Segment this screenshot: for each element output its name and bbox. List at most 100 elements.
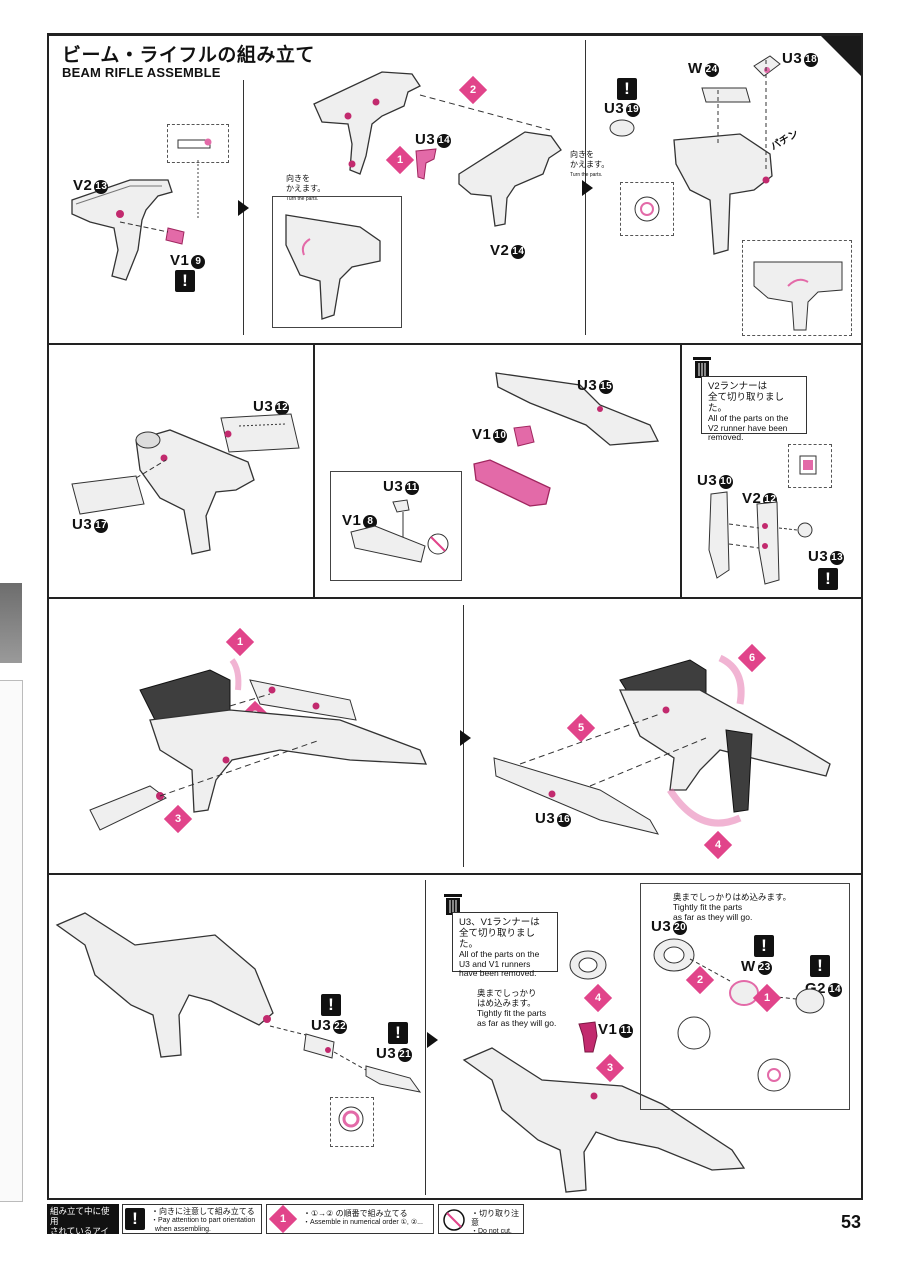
next-step-arrow <box>238 200 249 216</box>
orientation-warning-icon-r4c: ! <box>754 935 774 957</box>
rifle-r3p2 <box>493 654 831 835</box>
orientation-warning-icon-r4a: ! <box>321 994 341 1016</box>
rifle-r4p2 <box>462 1047 746 1193</box>
parts-r2p3 <box>708 491 813 585</box>
col-divider-r2a <box>313 345 315 597</box>
part-u3-19 <box>609 119 635 137</box>
parts-r4p3 <box>653 938 825 1092</box>
detail-box-r1p3 <box>620 182 674 236</box>
detail-part-r2p3 <box>799 455 817 475</box>
detail-ring-r4p1 <box>338 1106 364 1132</box>
barrel-assembly-u3-15 <box>495 372 660 446</box>
part-v1-10 <box>513 425 535 447</box>
step-marker-r4-4: 4 <box>583 983 613 1013</box>
orientation-warning-icon-r1p3: ! <box>617 78 637 100</box>
parts-u3-22-21 <box>269 1025 422 1093</box>
col-divider-r2b <box>680 345 682 597</box>
detail-box-r1p3b <box>742 240 852 336</box>
no-cut-icon <box>443 1209 465 1231</box>
part-u3-17 <box>71 459 167 515</box>
side-tab-light <box>0 680 23 1202</box>
rifle-receiver-bottom-v2-14 <box>458 131 562 227</box>
turn-detail-rifle <box>285 214 381 320</box>
dotted-leader-r1p1 <box>197 160 199 220</box>
runner-removed-note-v2: V2ランナーは 全て切り取りました。 All of the parts on t… <box>701 376 807 442</box>
legend-step-icon: 1 <box>268 1204 298 1234</box>
fit-note-r4p2: 奥までしっかり はめ込みます。 Tightly fit the parts as… <box>477 988 557 1028</box>
detail-box-r1p1 <box>167 124 229 163</box>
row-divider-3 <box>47 873 863 875</box>
next-step-arrow-4 <box>427 1032 438 1048</box>
turn-detail-box <box>272 196 402 328</box>
turn-note-r1p2: 向きを かえます。 Turn the parts. <box>286 174 326 202</box>
row-divider-1 <box>47 343 863 345</box>
step-marker-r4-2: 2 <box>685 965 715 995</box>
assembly-leader-r1p2 <box>419 94 551 131</box>
part-socket-r4p2 <box>569 950 607 980</box>
turn-note-r1p3: 向きを かえます。 Turn the parts. <box>570 150 610 178</box>
part-pink-barrel <box>473 459 551 507</box>
detail-part-r1p1 <box>177 138 212 149</box>
detail-box-r2p2 <box>330 471 462 581</box>
next-step-arrow-2 <box>582 180 593 196</box>
detail-ring-r1p3 <box>634 196 660 222</box>
rifle-r4p1 <box>55 912 274 1058</box>
step-marker-r4-1: 1 <box>752 983 782 1013</box>
next-step-arrow-3 <box>460 730 471 746</box>
rifle-r3p1 <box>89 658 428 831</box>
rifle-r2p1 <box>135 429 255 555</box>
trash-icon <box>693 357 711 378</box>
page-title-ja: ビーム・ライフルの組み立て <box>62 45 315 66</box>
legend-warning-icon: ! <box>125 1208 145 1230</box>
frame-corner <box>821 36 861 76</box>
part-v1-9 <box>119 221 185 245</box>
detail-box-r4p1 <box>330 1097 374 1147</box>
orientation-warning-icon-r4d: ! <box>810 955 830 977</box>
fit-note-r4p3: 奥までしっかりはめ込みます。 Tightly fit the parts as … <box>673 892 792 922</box>
trash-icon-2 <box>444 894 462 915</box>
orientation-warning-icon: ! <box>175 270 195 292</box>
part-u3-18 <box>753 55 781 77</box>
part-v1-11 <box>578 1021 598 1053</box>
legend-title: 組み立て中に使用 されているアイコン Symbols used in instr… <box>47 1204 119 1264</box>
rifle-full-r1p3 <box>673 60 773 255</box>
orientation-warning-icon-r4b: ! <box>388 1022 408 1044</box>
orientation-warning-icon-r2p3: ! <box>818 568 838 590</box>
rifle-receiver-top <box>313 71 421 175</box>
page-number: 53 <box>840 1212 861 1232</box>
page-title-en: BEAM RIFLE ASSEMBLE <box>62 65 221 80</box>
part-u3-14 <box>415 148 437 180</box>
legend-order: 1 ・①→② の順番で組み立てる ・Assemble in numerical … <box>266 1204 434 1234</box>
part-w-24 <box>701 87 751 103</box>
rifle-body-v2-13 <box>71 179 173 281</box>
detail-box-r4p3 <box>640 883 850 1110</box>
row-divider-2 <box>47 597 863 599</box>
detail-rifle-r1p3 <box>753 261 843 331</box>
side-tab-dark <box>0 583 22 663</box>
detail-parts-r2p2 <box>350 499 449 563</box>
col-divider-r4 <box>425 880 426 1195</box>
part-u3-12 <box>220 413 300 453</box>
detail-box-r2p3 <box>788 444 832 488</box>
runner-removed-note-u3v1: U3、V1ランナーは 全て切り取りました。 All of the parts o… <box>452 912 558 978</box>
